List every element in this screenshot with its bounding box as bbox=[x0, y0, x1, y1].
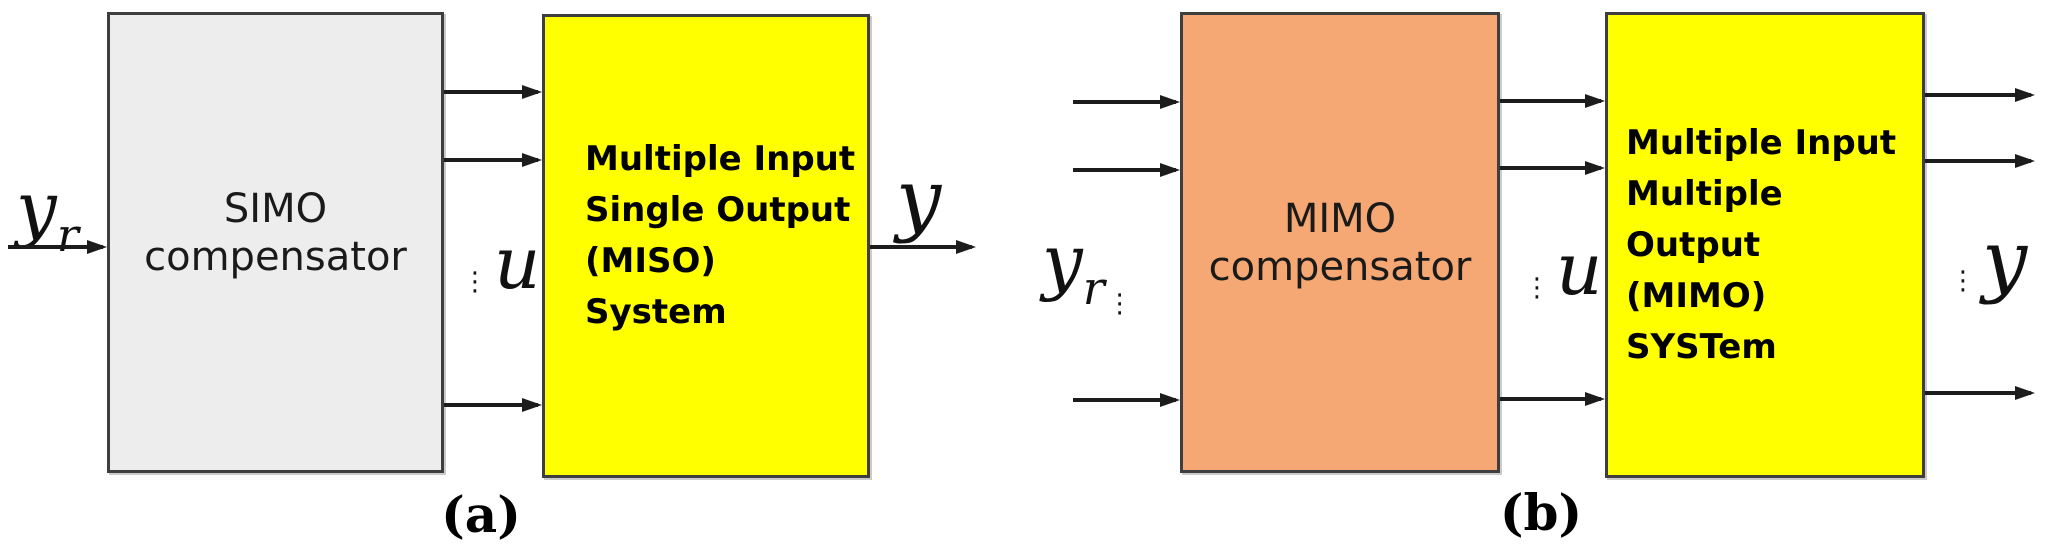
output-signal-label-a: y bbox=[896, 159, 941, 239]
miso-system-box: Multiple Input Single Output (MISO) Syst… bbox=[542, 14, 870, 478]
mimo-compensator-label: MIMO compensator bbox=[1183, 195, 1497, 291]
output-arrow-a bbox=[870, 239, 976, 255]
output-arrow-b-2 bbox=[1925, 153, 2035, 169]
label-base: u bbox=[1556, 227, 1603, 311]
output-arrow-b-3 bbox=[1925, 385, 2035, 401]
compensator-line-1: MIMO bbox=[1283, 195, 1397, 242]
label-base: y bbox=[896, 152, 942, 245]
reference-input-arrow-a bbox=[8, 239, 107, 255]
mimo-compensator-box: MIMO compensator bbox=[1180, 12, 1500, 473]
label-base: u bbox=[494, 221, 541, 305]
system-line-2: Single Output bbox=[585, 190, 851, 230]
label-subscript: r bbox=[1082, 261, 1105, 315]
vertical-dots: ⋮ bbox=[1106, 289, 1133, 319]
control-arrow-a-3 bbox=[444, 397, 542, 413]
label-base: y bbox=[1982, 213, 2028, 306]
system-line-3: (MISO) System bbox=[585, 241, 727, 332]
label-base: y bbox=[16, 166, 57, 250]
system-line-1: Multiple Input bbox=[1626, 122, 1897, 163]
control-arrow-a-1 bbox=[444, 84, 542, 100]
mimo-system-label: Multiple Input Multiple Output (MIMO) SY… bbox=[1608, 118, 1922, 373]
simo-compensator-label: SIMO compensator bbox=[110, 185, 441, 281]
reference-input-arrow-b-2 bbox=[1073, 162, 1180, 178]
system-line-2: Multiple Output bbox=[1626, 173, 1783, 265]
reference-input-arrow-b-3 bbox=[1073, 392, 1180, 408]
control-arrow-b-1 bbox=[1500, 93, 1605, 109]
control-vector-label-a: ⋮u bbox=[462, 227, 540, 299]
reference-input-arrow-b-1 bbox=[1073, 94, 1180, 110]
compensator-line-1: SIMO bbox=[223, 185, 328, 232]
system-line-3: (MIMO) SYSTem bbox=[1626, 275, 1777, 367]
control-vector-label-b: ⋮u bbox=[1524, 233, 1602, 305]
system-line-1: Multiple Input bbox=[585, 139, 856, 179]
caption-b: (b) bbox=[1499, 483, 1583, 542]
miso-system-label: Multiple Input Single Output (MISO) Syst… bbox=[545, 134, 867, 338]
caption-a: (a) bbox=[441, 485, 521, 544]
simo-compensator-box: SIMO compensator bbox=[107, 12, 444, 473]
control-arrow-b-3 bbox=[1500, 391, 1605, 407]
vertical-dots: ⋮ bbox=[1950, 266, 1976, 296]
mimo-system-box: Multiple Input Multiple Output (MIMO) SY… bbox=[1605, 12, 1925, 478]
output-arrow-b-1 bbox=[1925, 87, 2035, 103]
control-arrow-a-2 bbox=[444, 152, 542, 168]
compensator-line-2: compensator bbox=[1208, 243, 1472, 290]
reference-signal-label-b: yr⋮ bbox=[1042, 225, 1133, 317]
label-base: y bbox=[1042, 219, 1083, 303]
output-signal-label-b: ⋮y bbox=[1950, 220, 2027, 300]
control-arrow-b-2 bbox=[1500, 160, 1605, 176]
compensator-line-2: compensator bbox=[144, 233, 407, 280]
vertical-dots: ⋮ bbox=[462, 267, 488, 297]
vertical-dots: ⋮ bbox=[1524, 273, 1550, 303]
